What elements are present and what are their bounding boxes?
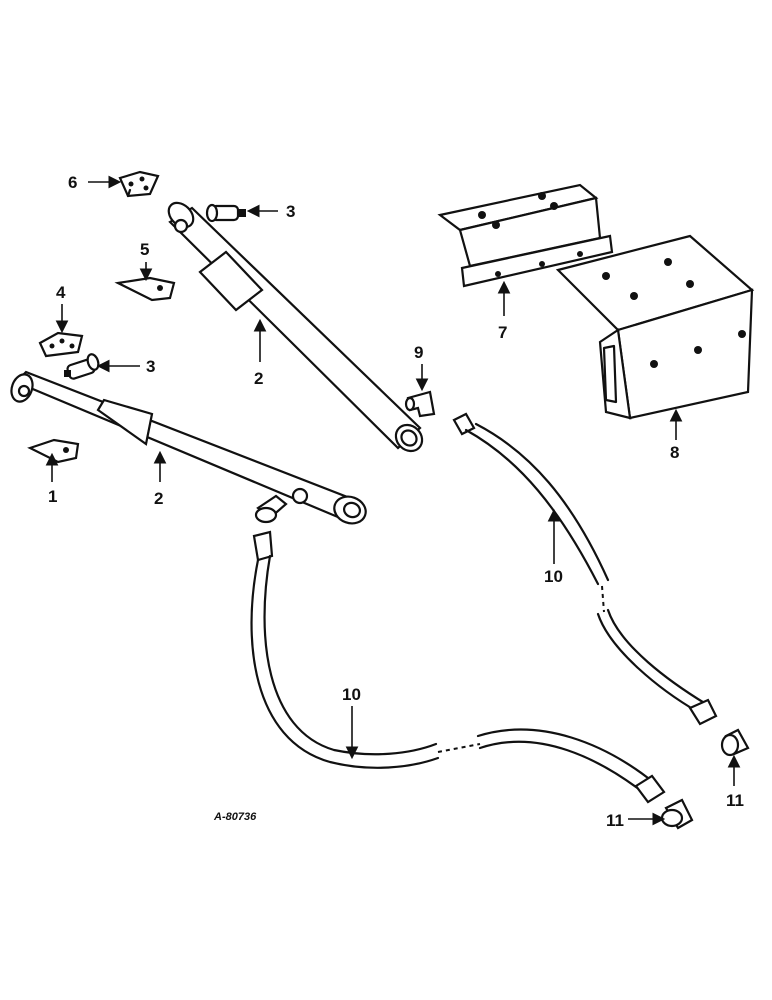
- callout-11-left: 11: [606, 811, 624, 830]
- callout-2-lower: 2: [154, 489, 163, 508]
- hydraulic-hose-10-left: [250, 530, 694, 830]
- callout-10-left: 10: [342, 685, 361, 704]
- angle-bracket-5: [114, 276, 176, 302]
- angle-bracket-1: [27, 438, 80, 464]
- hydraulic-cylinder-2-lower: [10, 370, 367, 525]
- callout-3-upper: 3: [286, 202, 295, 221]
- bracket-plate-4: [38, 331, 84, 358]
- callout-3-lower: 3: [146, 357, 155, 376]
- hydraulic-cylinder-2-upper: [167, 201, 424, 453]
- callout-8: 8: [670, 443, 679, 462]
- channel-bracket-8: [555, 234, 755, 420]
- leader-arrows: [45, 175, 741, 826]
- elbow-fitting-9: [404, 390, 436, 418]
- bracket-plate-6: [118, 170, 160, 198]
- callout-2-upper: 2: [254, 369, 263, 388]
- reference-code: A-80736: [213, 811, 257, 823]
- callout-6: 6: [68, 173, 77, 192]
- mounting-bracket-7: [437, 183, 614, 288]
- callout-11-right: 11: [726, 791, 744, 810]
- clevis-pin-3-upper: [205, 203, 246, 223]
- hydraulic-hose-10-right: [452, 412, 750, 757]
- callout-4: 4: [56, 283, 66, 302]
- callout-5: 5: [140, 240, 149, 259]
- callout-9: 9: [414, 343, 423, 362]
- callout-10-right: 10: [544, 567, 563, 586]
- callout-1: 1: [48, 487, 57, 506]
- callout-7: 7: [498, 323, 507, 342]
- clevis-pin-3-lower: [64, 353, 100, 380]
